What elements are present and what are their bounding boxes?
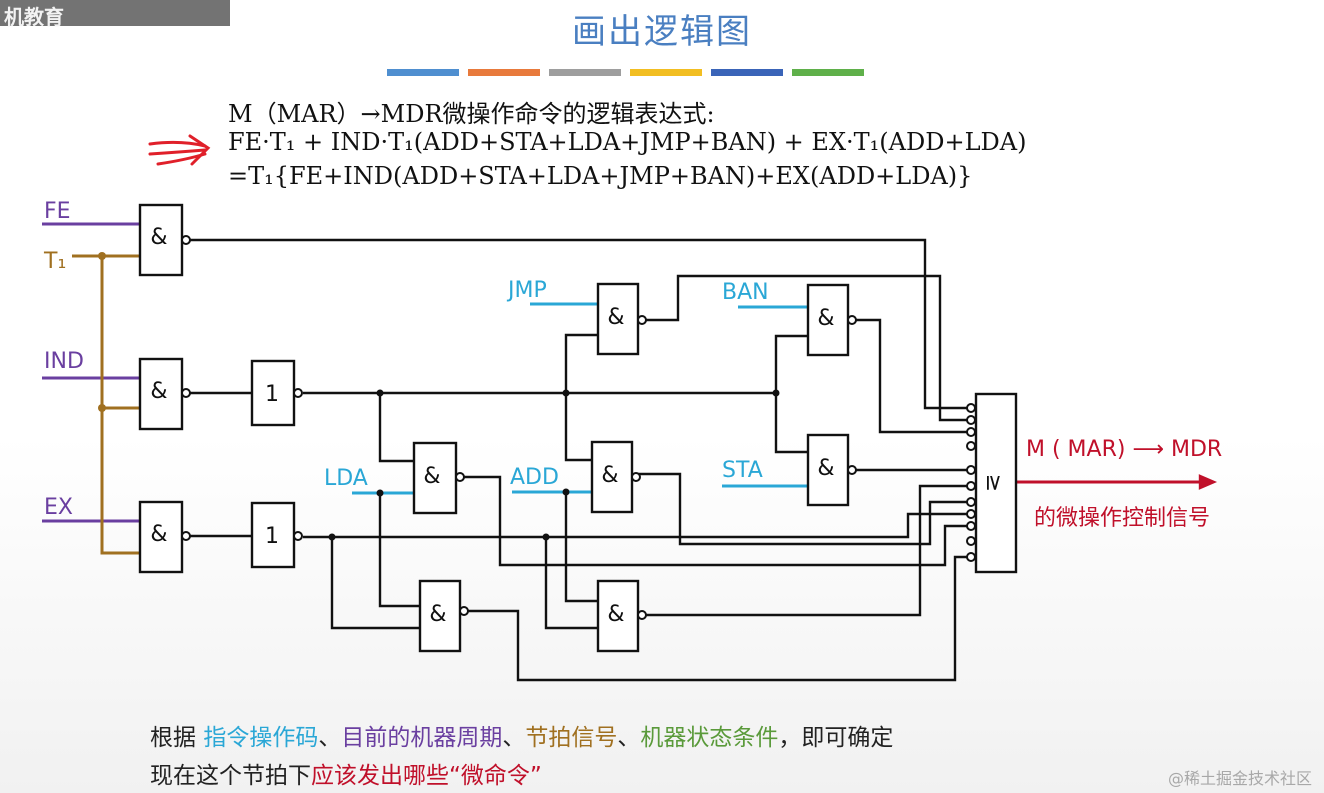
highlight-opcode: 指令操作码 [203,725,319,751]
watermark: @稀土掘金技术社区 [1167,769,1312,788]
highlight-beat-signal: 节拍信号 [525,725,618,751]
or-symbol: ≥ [981,474,1006,492]
label-ex: EX [44,495,73,520]
not-gate-ind [250,359,296,427]
not-symbol: 1 [265,524,279,549]
and-symbol: & [817,456,834,481]
text-segment: 、 [502,725,526,751]
explanation-line-2: 现在这个节拍下应该发出哪些“微命令” [150,756,542,790]
highlight-machine-cycle: 目前的机器周期 [341,725,503,751]
t1-bus [72,254,140,555]
label-fe: FE [44,199,71,224]
and-gate-ex-lda [418,579,462,653]
text-segment: 根据 [150,725,204,751]
top-banner [0,0,230,26]
red-arrow-annotation [148,134,211,166]
wiring [190,238,1218,682]
and-symbol: & [423,464,440,489]
label-add: ADD [510,465,559,490]
title-color-bar [792,69,864,76]
blue-input-lines [352,302,808,495]
text-segment: 现在这个节拍下 [150,763,311,789]
and-symbol: & [429,602,446,627]
and-symbol: & [150,225,167,250]
and-symbol: & [817,306,834,331]
text-segment: 、 [617,725,641,751]
label-ban: BAN [722,280,769,305]
text-segment: ，即可确定 [778,725,894,751]
label-ind: IND [44,349,84,374]
or-gate-output [974,392,1018,574]
expression-line-2: FE·T₁ + IND·T₁(ADD+STA+LDA+JMP+BAN) + EX… [228,128,1027,156]
and-symbol: & [601,463,618,488]
and-symbol: & [150,379,167,404]
and-symbol: & [150,522,167,547]
label-output-caption: 的微操作控制信号 [1034,506,1210,531]
junction-dots [328,389,780,541]
title-color-bar [630,69,702,76]
label-t1: T₁ [43,249,66,274]
and-gate-ex-add [596,579,640,653]
title-color-bar [549,69,621,76]
explanation-line-1: 根据 指令操作码、目前的机器周期、节拍信号、机器状态条件，即可确定 [150,718,893,752]
label-jmp: JMP [506,278,547,303]
label-lda: LDA [324,466,368,491]
highlight-micro-commands: 应该发出哪些“微命令” [311,763,542,789]
not-symbol: 1 [265,382,279,407]
title-color-bar [711,69,783,76]
expression-line-1: M（MAR）→MDR微操作命令的逻辑表达式: [228,100,715,128]
and-gate-add [590,440,634,514]
label-output-signal: M ( MAR) ⟶ MDR [1026,437,1222,462]
and-symbol: & [607,305,624,330]
input-lines [42,222,140,555]
and-symbol: & [607,602,624,627]
text-segment: 、 [318,725,342,751]
slide-title: 画出逻辑图 [572,12,752,52]
brand-logo-text: 机教育 [4,5,64,29]
expression-line-3: =T₁{FE+IND(ADD+STA+LDA+JMP+BAN)+EX(ADD+L… [228,162,973,190]
label-sta: STA [722,458,763,483]
and-gate-ex [138,500,184,574]
title-color-bar [387,69,459,76]
inversion-bubbles [181,235,976,620]
highlight-machine-state: 机器状态条件 [640,725,779,751]
and-gate-sta [806,433,850,507]
title-color-bar [468,69,540,76]
